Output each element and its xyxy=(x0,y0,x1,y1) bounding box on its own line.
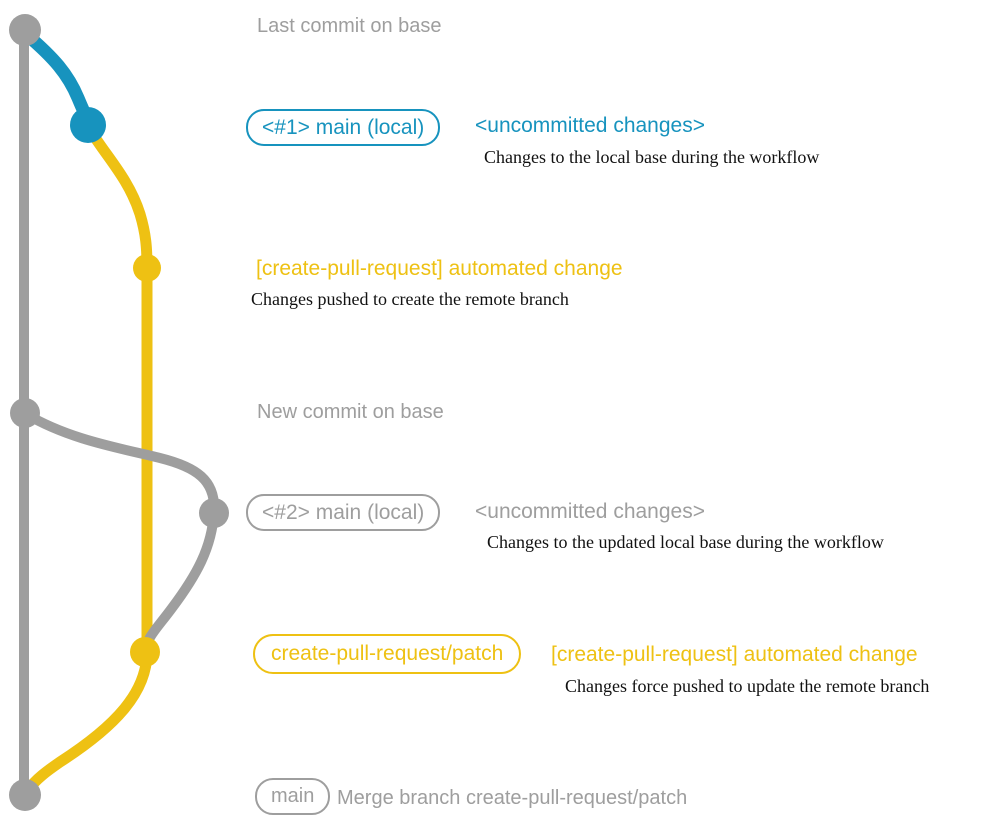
push1-title: [create-pull-request] automated change xyxy=(256,257,623,280)
branch1-badge-label: <#1> main (local) xyxy=(262,115,425,139)
new-commit-label: New commit on base xyxy=(257,401,444,423)
commit-node-local-main-1 xyxy=(70,107,106,143)
commit-node-new-base xyxy=(10,398,40,428)
merge-caption: Merge branch create-pull-request/patch xyxy=(337,787,688,809)
commit-node-last-base xyxy=(9,14,41,46)
push2-title: [create-pull-request] automated change xyxy=(551,643,918,666)
patch-branch-badge-label: create-pull-request/patch xyxy=(271,642,504,665)
commit-node-merge xyxy=(9,779,41,811)
commit-node-local-main-2 xyxy=(199,498,229,528)
patch-branch-badge: create-pull-request/patch xyxy=(253,634,522,674)
branch2-badge-label: <#2> main (local) xyxy=(262,500,425,524)
local-main-2-curve xyxy=(21,409,220,655)
main-badge-label: main xyxy=(271,785,315,807)
branch1-status-label: <uncommitted changes> xyxy=(475,114,705,137)
main-badge: main xyxy=(255,778,331,815)
commit-node-remote-created xyxy=(133,254,161,282)
push2-caption: Changes force pushed to update the remot… xyxy=(565,676,930,696)
push1-caption: Changes pushed to create the remote bran… xyxy=(251,289,569,309)
branch2-status-label: <uncommitted changes> xyxy=(475,500,705,523)
branch2-badge: <#2> main (local) xyxy=(246,494,441,531)
branch1-caption: Changes to the local base during the wor… xyxy=(484,147,820,167)
last-commit-label: Last commit on base xyxy=(257,15,442,37)
patch-branch-path xyxy=(22,120,153,796)
branch2-caption: Changes to the updated local base during… xyxy=(487,532,884,552)
branch1-badge: <#1> main (local) xyxy=(246,109,441,146)
commit-node-remote-updated xyxy=(130,637,160,667)
